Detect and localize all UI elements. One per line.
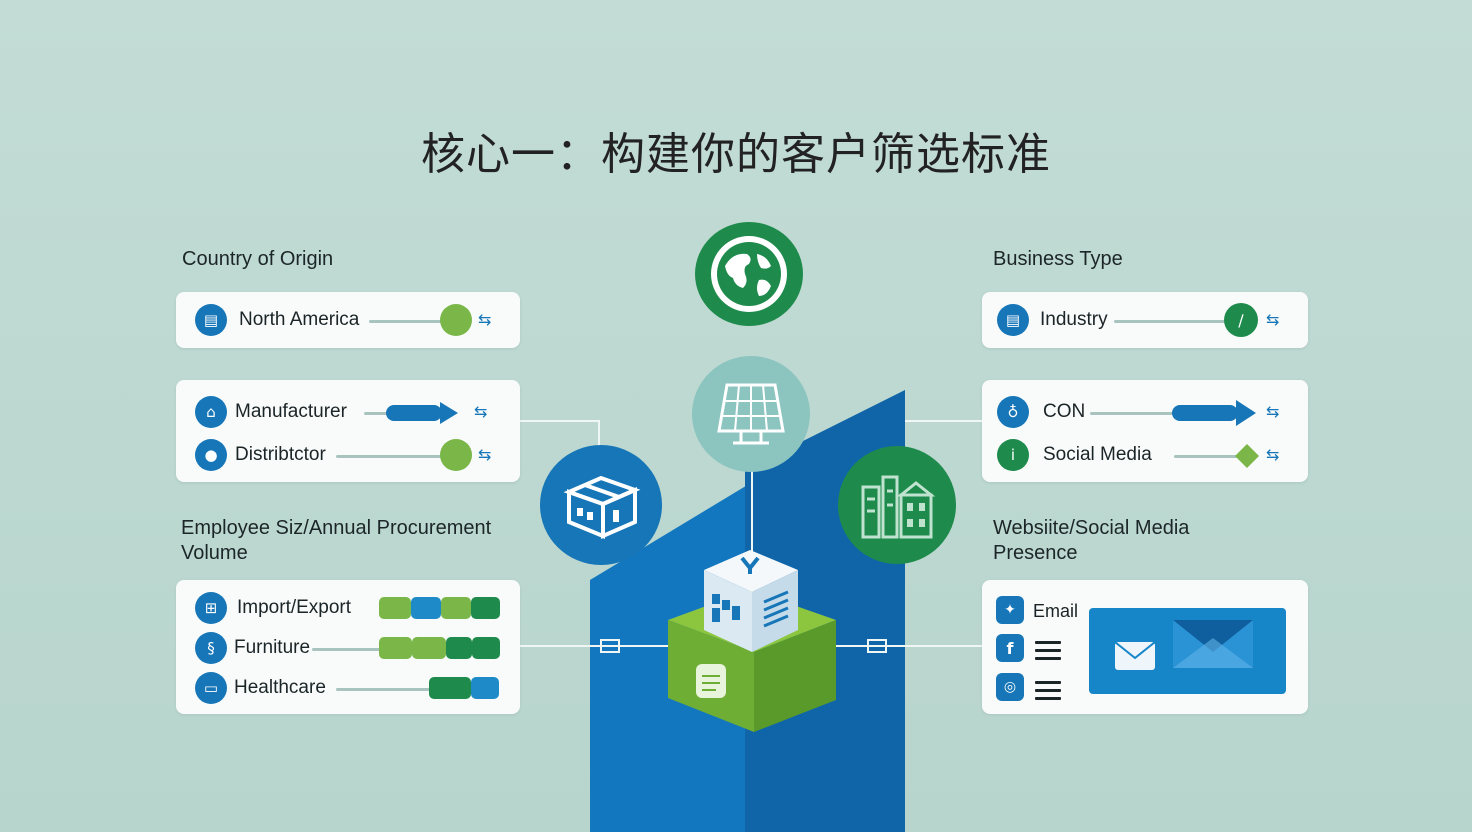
employee-size-card: ⊞ Import/Export § Furniture ▭ Healthcare (176, 580, 520, 714)
connector-line (598, 420, 600, 448)
employee-size-label: Employee Siz/Annual Procurement Volume (181, 516, 491, 566)
slider-track (369, 320, 449, 323)
filter-label: Distribtctor (235, 444, 326, 465)
connector-node (867, 639, 887, 653)
instagram-icon[interactable]: ◎ (996, 673, 1024, 701)
business-type-card: ⌂ Manufacturer ⇆ ● Distribtctor ⇆ (176, 380, 520, 482)
filter-row-healthcare[interactable]: ▭ Healthcare (176, 668, 520, 708)
slider-track (336, 688, 436, 691)
city-buildings-icon (838, 446, 956, 564)
filter-row-furniture[interactable]: § Furniture (176, 628, 520, 668)
con-icon: ♁ (997, 396, 1029, 428)
link-icon[interactable]: ⇆ (478, 445, 492, 464)
link-icon[interactable]: ⇆ (1266, 310, 1280, 329)
channels-card: ♁ CON ⇆ i Social Media ⇆ (982, 380, 1308, 482)
filter-label: North America (239, 309, 360, 330)
import-icon: ⊞ (195, 592, 227, 624)
building-icon: ▤ (195, 304, 227, 336)
globe-icon (695, 222, 803, 326)
filter-label: Social Media (1043, 444, 1152, 465)
connector-line (520, 420, 600, 422)
level-segment (412, 637, 446, 659)
level-segment (379, 637, 412, 659)
slider-track (312, 648, 382, 651)
person-icon: ● (195, 439, 227, 471)
twitter-icon[interactable]: ✦ (996, 596, 1024, 624)
slider-knob[interactable] (1234, 443, 1260, 469)
info-icon: i (997, 439, 1029, 471)
filter-label: Import/Export (237, 597, 352, 618)
level-segment (379, 597, 411, 619)
slider-knob[interactable] (440, 304, 472, 336)
filter-label: Industry (1040, 309, 1108, 330)
level-segment (471, 597, 500, 619)
connector-node (600, 639, 620, 653)
slider-track (336, 455, 446, 458)
email-label: Email (1033, 601, 1079, 621)
slider-track (1090, 412, 1180, 415)
filter-label: Furniture (234, 637, 311, 658)
filter-row-con[interactable]: ♁ CON ⇆ (982, 392, 1308, 432)
slider-arrow[interactable] (1170, 398, 1260, 428)
filter-label: Healthcare (234, 677, 326, 698)
website-presence-label-line2: Presence (993, 542, 1078, 564)
menu-lines-icon (1035, 641, 1061, 665)
level-segment (441, 597, 471, 619)
employee-size-label-line1: Employee Siz/Annual Procurement (181, 517, 492, 539)
slider-knob[interactable] (440, 439, 472, 471)
filter-row-distributor[interactable]: ● Distribtctor ⇆ (176, 435, 520, 475)
slider-track (1114, 320, 1234, 323)
menu-lines-icon (1035, 681, 1061, 705)
link-icon[interactable]: ⇆ (1266, 445, 1280, 464)
level-segment (411, 597, 441, 619)
website-presence-label: Websiite/Social Media Presence (993, 516, 1189, 566)
page-title: 核心一：构建你的客户筛选标准 (421, 129, 1051, 180)
filter-row-industry[interactable]: ▤ Industry ∕ ⇆ (982, 300, 1308, 340)
link-icon[interactable]: ⇆ (1266, 402, 1280, 421)
filter-label: Manufacturer (235, 401, 347, 422)
presence-card: ✦ Email f ◎ (982, 580, 1308, 714)
connector-line (905, 420, 983, 422)
connector-line (520, 645, 670, 647)
facebook-icon[interactable]: f (996, 634, 1024, 662)
level-segment (446, 637, 472, 659)
employee-size-label-line2: Volume (181, 542, 248, 564)
envelope-icon (1089, 608, 1286, 694)
filter-row-social-media[interactable]: i Social Media ⇆ (982, 435, 1308, 475)
factory-icon: ⌂ (195, 396, 227, 428)
level-segment (472, 637, 500, 659)
box-icon (540, 445, 662, 565)
slider-arrow[interactable] (384, 400, 464, 426)
connector-line (835, 645, 983, 647)
connector-line (751, 470, 753, 560)
country-card: ▤ North America ⇆ (176, 292, 520, 348)
solar-panel-icon (692, 356, 810, 472)
industry-icon: ▤ (997, 304, 1029, 336)
filter-label: CON (1043, 401, 1086, 422)
data-cube-icon (668, 550, 836, 732)
filter-row-manufacturer[interactable]: ⌂ Manufacturer ⇆ (176, 392, 520, 432)
health-icon: ▭ (195, 672, 227, 704)
slider-track (1174, 455, 1244, 458)
link-icon[interactable]: ⇆ (474, 402, 488, 421)
slider-knob[interactable]: ∕ (1224, 303, 1258, 337)
level-segment (471, 677, 499, 699)
filter-row-north-america[interactable]: ▤ North America ⇆ (176, 300, 520, 340)
industry-card: ▤ Industry ∕ ⇆ (982, 292, 1308, 348)
website-presence-label-line1: Websiite/Social Media (993, 517, 1190, 539)
filter-row-import-export[interactable]: ⊞ Import/Export (176, 588, 520, 628)
level-segment (429, 677, 471, 699)
business-type-label: Business Type (993, 248, 1123, 270)
furniture-icon: § (195, 632, 227, 664)
country-of-origin-label: Country of Origin (182, 248, 334, 270)
link-icon[interactable]: ⇆ (478, 310, 492, 329)
